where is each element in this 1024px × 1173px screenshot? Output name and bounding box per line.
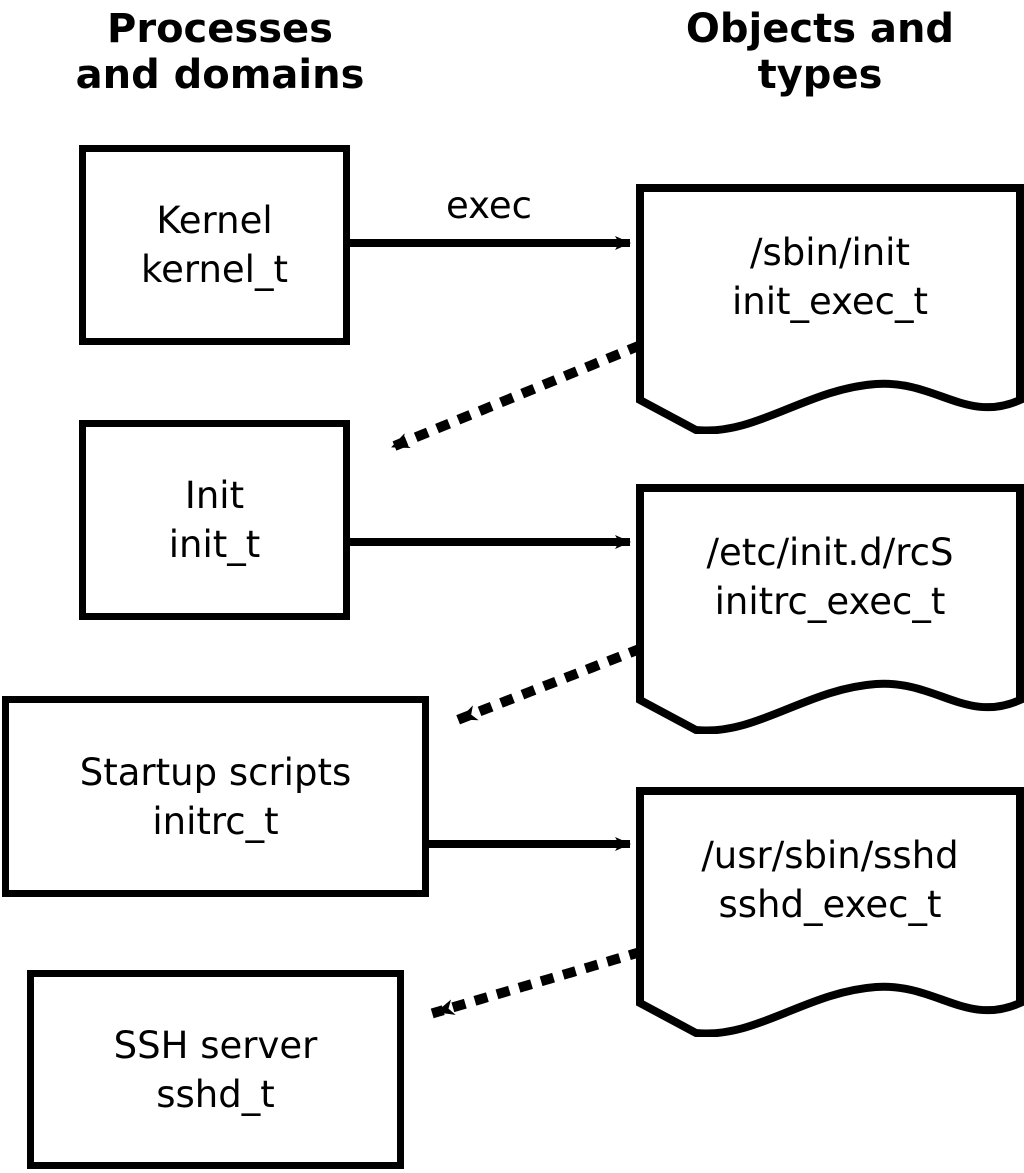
column-header-processes: Processes and domains — [75, 6, 365, 98]
object-doc-init-exec-label: /sbin/init init_exec_t — [640, 228, 1020, 326]
column-header-objects: Objects and types — [685, 6, 955, 98]
edge-init-exec-to-init — [385, 340, 643, 454]
edge-sshd-exec-to-sshd — [430, 946, 644, 1019]
object-doc-sshd-exec-label: /usr/sbin/sshd sshd_exec_t — [640, 831, 1020, 929]
object-doc-initrc-exec[interactable] — [636, 484, 1024, 734]
object-doc-init-exec-line2: init_exec_t — [731, 280, 928, 323]
process-box-initrc-line1: Startup scripts — [79, 750, 352, 794]
process-box-initrc-line2: initrc_t — [152, 799, 279, 843]
object-doc-sshd-exec-line2: sshd_exec_t — [718, 883, 942, 926]
process-box-initrc[interactable]: Startup scripts initrc_t — [2, 696, 429, 897]
process-box-sshd[interactable]: SSH server sshd_t — [27, 970, 404, 1169]
object-doc-initrc-exec-line1: /etc/init.d/rcS — [706, 531, 954, 574]
process-box-init[interactable]: Init init_t — [79, 420, 350, 620]
object-doc-sshd-exec-line1: /usr/sbin/sshd — [701, 834, 959, 877]
object-doc-init-exec-line1: /sbin/init — [750, 231, 910, 274]
object-doc-initrc-exec-label: /etc/init.d/rcS initrc_exec_t — [640, 528, 1020, 626]
process-box-kernel-line1: Kernel — [156, 199, 273, 242]
object-doc-initrc-exec-line2: initrc_exec_t — [714, 580, 946, 623]
process-box-kernel[interactable]: Kernel kernel_t — [79, 145, 350, 345]
edge-label-exec: exec — [446, 184, 532, 227]
edge-initrc-exec-to-initrc — [453, 643, 644, 726]
process-box-init-line2: init_t — [168, 523, 261, 566]
process-box-kernel-line2: kernel_t — [141, 248, 288, 291]
process-box-sshd-line2: sshd_t — [156, 1072, 275, 1116]
process-box-init-line1: Init — [184, 474, 245, 517]
process-box-sshd-line1: SSH server — [113, 1023, 318, 1067]
object-doc-sshd-exec[interactable] — [636, 787, 1024, 1037]
object-doc-init-exec[interactable] — [636, 184, 1024, 434]
